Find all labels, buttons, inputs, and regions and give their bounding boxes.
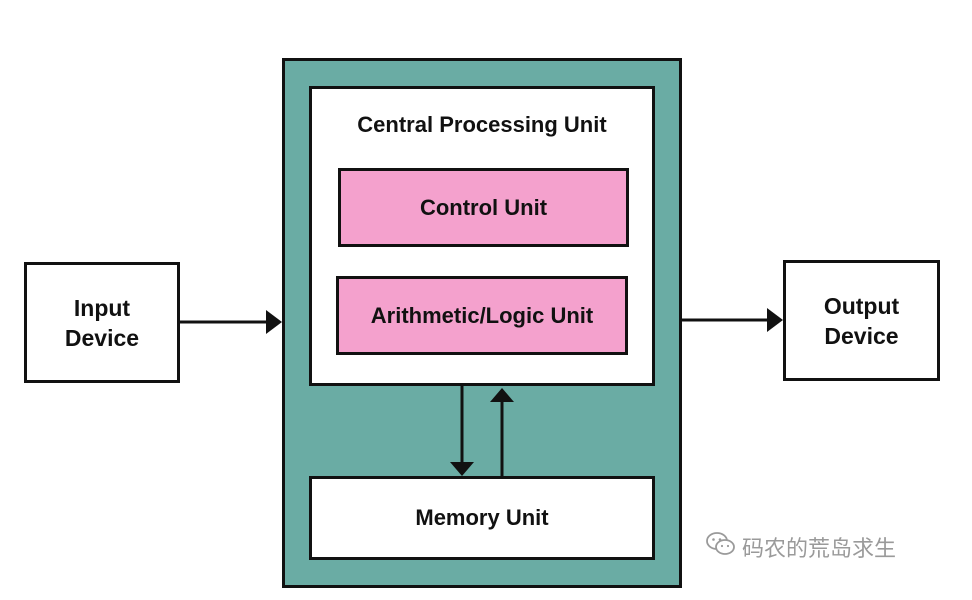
output-device-label-line2: Device [824, 322, 899, 349]
input-to-cpu-arrow [180, 310, 282, 334]
wechat-icon [706, 531, 736, 563]
alu-box: Arithmetic/Logic Unit [336, 276, 628, 355]
input-device-box: Input Device [24, 262, 180, 383]
output-device-label-line1: Output [823, 292, 900, 319]
alu-label: Arithmetic/Logic Unit [370, 302, 594, 328]
watermark: 码农的荒岛求生 [706, 531, 896, 563]
output-device-box: Output Device [783, 260, 940, 381]
cpu-title: Central Processing Unit [357, 112, 607, 137]
memory-unit-box: Memory Unit [309, 476, 655, 560]
input-device-label-line2: Device [64, 324, 140, 351]
control-unit-box: Control Unit [338, 168, 629, 247]
control-unit-label: Control Unit [419, 194, 548, 220]
cpu-to-output-arrow [682, 308, 783, 332]
memory-unit-label: Memory Unit [415, 505, 549, 530]
input-device-label-line1: Input [73, 294, 131, 321]
watermark-text: 码农的荒岛求生 [742, 537, 897, 562]
